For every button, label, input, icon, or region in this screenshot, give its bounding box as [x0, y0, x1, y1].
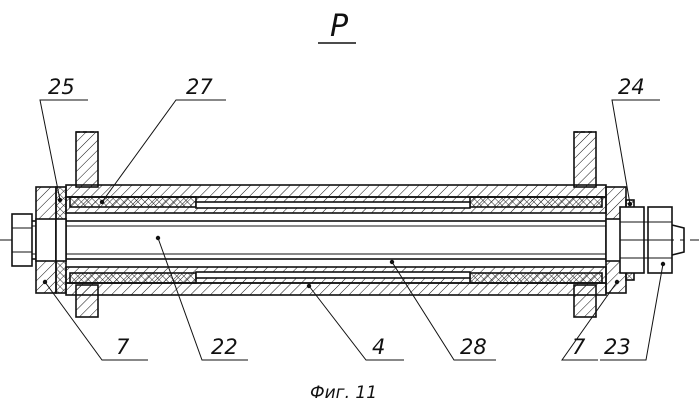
view-title: P: [330, 9, 349, 44]
label-25: 25: [48, 75, 75, 99]
label-7a: 7: [116, 335, 130, 359]
label-22: 22: [211, 335, 238, 359]
figure-caption: Фиг. 11: [310, 383, 377, 403]
insert-27-right-bottom: [470, 273, 602, 283]
label-28: 28: [460, 335, 487, 359]
leader-4: [309, 286, 404, 360]
outer-tube-bottom: [66, 283, 606, 295]
left-wall-top: [76, 132, 98, 187]
left-seal-bore: [56, 219, 66, 261]
insert-27-left-bottom: [70, 273, 196, 283]
insert-27-left-top: [70, 197, 196, 207]
label-23: 23: [604, 335, 631, 359]
shaft-22: [20, 221, 620, 259]
label-7b: 7: [572, 335, 586, 359]
label-27: 27: [186, 75, 213, 99]
left-bolt-head: [12, 214, 32, 266]
label-24: 24: [618, 75, 645, 99]
middle-gap-bottom: [196, 272, 470, 278]
left-washer-bore: [36, 219, 56, 261]
insert-27-right-top: [470, 197, 602, 207]
right-wall-top: [574, 132, 596, 187]
middle-gap-top: [196, 202, 470, 208]
outer-tube-top: [66, 185, 606, 197]
label-4: 4: [372, 335, 385, 359]
